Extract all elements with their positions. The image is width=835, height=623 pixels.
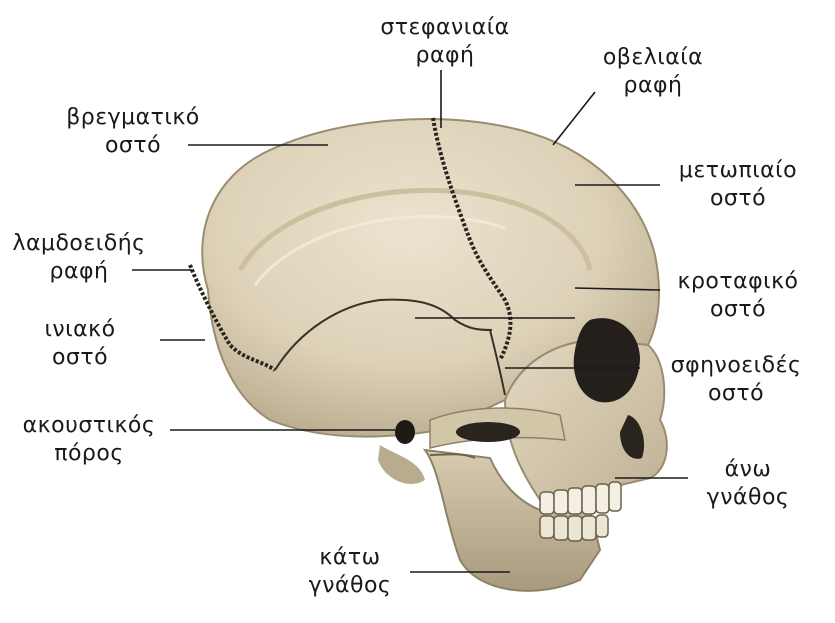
label-parietal-bone-line2: οστό xyxy=(48,132,218,160)
label-sagittal-suture-line2: ραφή xyxy=(588,72,718,100)
label-temporal-bone: κροταφικό οστό xyxy=(668,268,808,324)
label-coronal-suture-line2: ραφή xyxy=(370,42,520,70)
label-temporal-bone-line1: κροταφικό xyxy=(668,268,808,296)
label-frontal-bone-line1: μετωπιαίο xyxy=(668,157,808,185)
label-coronal-suture: στεφανιαία ραφή xyxy=(370,14,520,70)
label-sagittal-suture-line1: οβελιαία xyxy=(588,44,718,72)
ear-opening xyxy=(395,420,415,444)
label-parietal-bone-line1: βρεγματικό xyxy=(48,104,218,132)
label-sphenoid-bone-line1: σφηνοειδές xyxy=(646,352,826,380)
label-sphenoid-bone-line2: οστό xyxy=(646,380,826,408)
label-mandible: κάτω γνάθος xyxy=(290,544,410,600)
label-coronal-suture-line1: στεφανιαία xyxy=(370,14,520,42)
label-lambdoid-suture-line1: λαμδοειδής xyxy=(4,230,154,258)
label-temporal-bone-line2: οστό xyxy=(668,296,808,324)
label-lambdoid-suture: λαμδοειδής ραφή xyxy=(4,230,154,286)
label-sphenoid-bone: σφηνοειδές οστό xyxy=(646,352,826,408)
label-acoustic-meatus-line2: πόρος xyxy=(4,440,174,468)
mastoid xyxy=(378,445,425,484)
label-parietal-bone: βρεγματικό οστό xyxy=(48,104,218,160)
label-maxilla-line1: άνω xyxy=(688,456,808,484)
label-mandible-line1: κάτω xyxy=(290,544,410,572)
label-acoustic-meatus: ακουστικός πόρος xyxy=(4,412,174,468)
label-acoustic-meatus-line1: ακουστικός xyxy=(4,412,174,440)
label-occipital-bone-line1: ινιακό xyxy=(20,316,140,344)
label-frontal-bone-line2: οστό xyxy=(668,185,808,213)
label-maxilla-line2: γνάθος xyxy=(688,484,808,512)
label-mandible-line2: γνάθος xyxy=(290,572,410,600)
temporal-fossa xyxy=(456,422,520,442)
label-occipital-bone: ινιακό οστό xyxy=(20,316,140,372)
label-frontal-bone: μετωπιαίο οστό xyxy=(668,157,808,213)
lower-teeth xyxy=(540,515,608,541)
label-occipital-bone-line2: οστό xyxy=(20,344,140,372)
label-maxilla: άνω γνάθος xyxy=(688,456,808,512)
label-sagittal-suture: οβελιαία ραφή xyxy=(588,44,718,100)
label-lambdoid-suture-line2: ραφή xyxy=(4,258,154,286)
